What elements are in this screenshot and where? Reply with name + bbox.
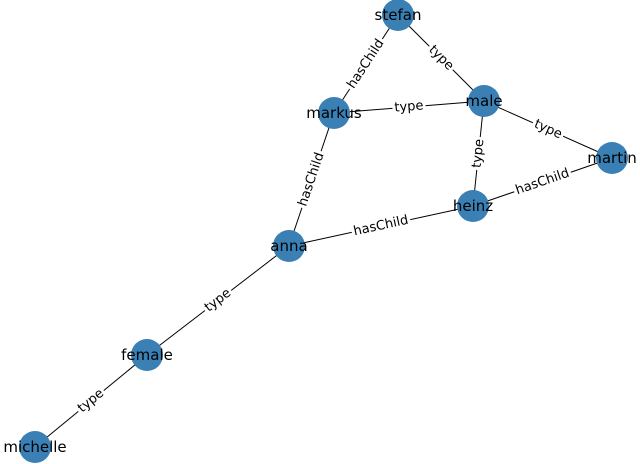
node-circle [468,85,500,117]
edge-label-female-michelle: type [73,384,109,418]
edge-label-background [391,97,427,117]
node-circle [318,97,350,129]
edge-label-background [294,148,329,211]
edge-label-text: hasChild [352,213,410,240]
edge-label-anna-female: type [200,284,236,317]
edge-label-anna-heinz: hasChild [350,211,412,241]
node-label: michelle [3,438,66,456]
node-label: stefan [375,6,422,24]
node-male: male [465,85,503,117]
edge-label-text: type [470,138,488,168]
node-label: male [465,92,502,110]
node-label: heinz [453,197,493,215]
edge-label-markus-anna: hasChild [294,148,329,211]
node-stefan: stefan [375,0,422,31]
edge-label-background [529,115,567,144]
node-label: markus [306,104,362,122]
edge-label-martin-heinz: hasChild [511,164,574,200]
edge-label-text: type [532,117,565,143]
edge-label-text: type [394,98,424,115]
node-markus: markus [306,97,362,129]
edge-label-background [73,384,109,418]
node-martin: martin [587,142,637,174]
edge-label-background [511,164,574,200]
node-michelle: michelle [3,431,67,463]
edge-label-text: hasChild [295,151,327,209]
node-anna: anna [270,230,308,262]
node-circle [596,142,628,174]
edges-layer [34,14,613,448]
edge-label-text: hasChild [344,37,387,92]
node-circle [382,0,414,31]
edge-label-male-martin: type [529,115,567,144]
edge-label-stefan-markus: hasChild [342,34,390,94]
nodes-layer: stefan male markus martin heinz anna female mic… [3,0,637,463]
node-label: female [121,346,173,364]
edge-label-background [200,284,236,317]
edge-label-background [468,136,489,171]
node-heinz: heinz [453,190,493,222]
edge-label-background [423,40,459,76]
node-circle [273,230,305,262]
node-circle [131,339,163,371]
edge-label-background [350,211,412,241]
node-female: female [121,339,173,371]
edge-label-text: hasChild [514,166,572,198]
node-circle [19,431,51,463]
node-circle [457,190,489,222]
node-label: martin [587,149,637,167]
edge-label-male-heinz: type [468,136,489,171]
edge-label-markus-male: type [391,97,427,117]
node-label: anna [270,237,307,255]
edge-label-background [342,34,390,94]
